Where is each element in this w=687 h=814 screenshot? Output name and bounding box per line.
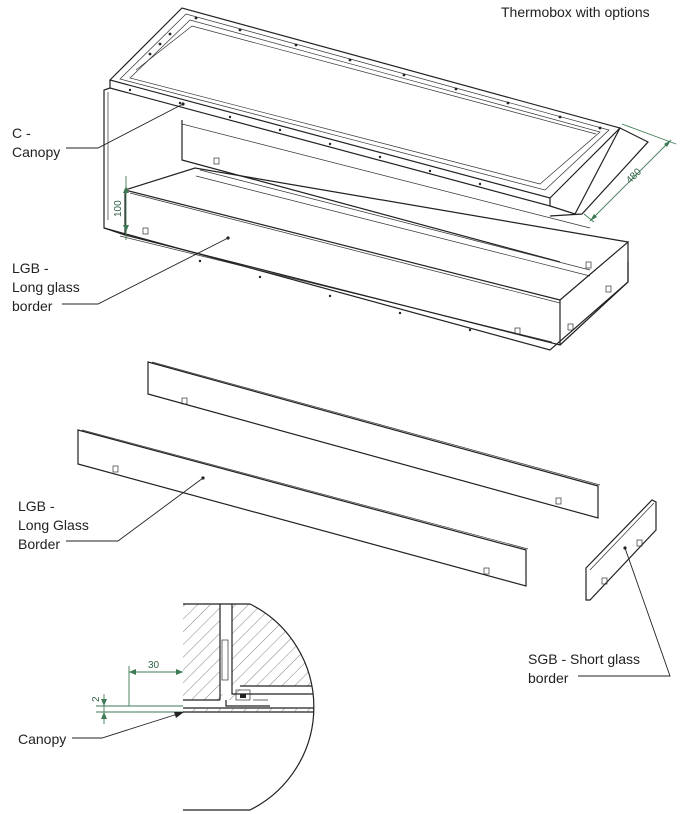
label-short-glass-border: SGB - Short glass border — [528, 651, 641, 686]
long-glass-border-mounted — [124, 157, 629, 346]
dimension-height-label: 100 — [113, 200, 124, 217]
short-glass-border-panel — [585, 499, 657, 601]
leader-long-glass-border-top — [62, 237, 229, 305]
leader-short-glass-border — [578, 547, 671, 677]
dimension-width: 480 — [583, 123, 677, 223]
flange-holes — [128, 16, 602, 332]
dimension-thickness: 2 — [91, 694, 183, 724]
long-glass-border-panel-2 — [77, 429, 529, 587]
dimension-offset-label: 30 — [148, 660, 160, 671]
title: Thermobox with options — [501, 4, 650, 20]
leader-long-glass-border-middle — [66, 477, 204, 542]
dimension-height: 100 — [113, 176, 129, 240]
label-long-glass-border-top: LGB - Long glass border — [12, 260, 80, 314]
dimension-offset: 30 — [128, 660, 183, 706]
detail-section — [183, 603, 315, 811]
canopy-assembly — [103, 7, 649, 351]
label-long-glass-border-middle: LGB - Long Glass Border — [18, 498, 89, 552]
long-glass-border-panel-1 — [147, 361, 601, 519]
label-canopy-detail: Canopy — [18, 731, 67, 747]
label-canopy: C - Canopy — [12, 125, 61, 160]
leader-canopy-detail — [72, 711, 185, 739]
dimension-thickness-label: 2 — [91, 696, 102, 702]
leader-canopy — [66, 103, 184, 149]
